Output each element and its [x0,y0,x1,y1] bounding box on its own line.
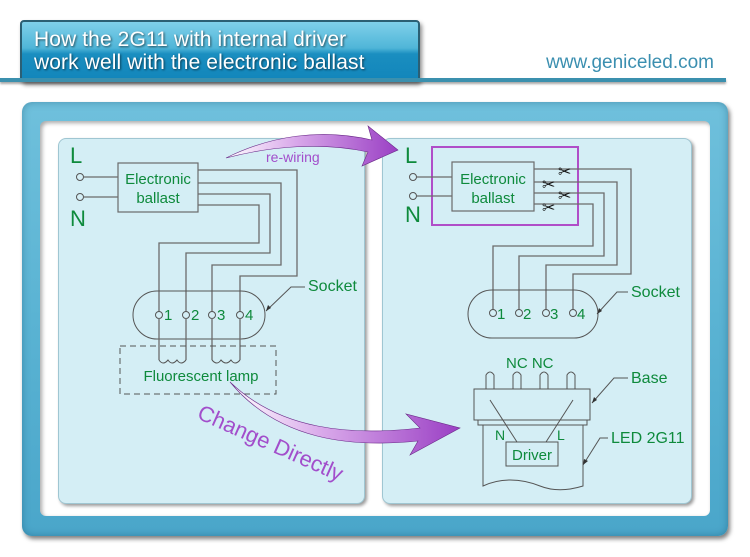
left-ballast-box [117,162,199,213]
right-circuit: L N Electronic ballast ✂ ✂ ✂ ✂ 1 2 3 4 [405,143,685,491]
terminal-n-icon [409,192,417,200]
base-pointer [591,377,628,404]
left-pin-3: 3 [217,307,225,324]
driver-n-label: N [495,427,505,443]
right-pin-2: 2 [523,306,531,323]
left-socket-pointer [265,286,305,312]
left-ballast-label-1: Electronic [125,171,191,188]
title-line-1: How the 2G11 with internal driver [34,28,347,51]
cut-wire-3-icon: ✂ [558,186,571,205]
left-circuit: L N Electronic ballast 1 2 3 4 Socket [70,143,357,395]
right-ballast-label-2: ballast [471,190,515,207]
left-line-label: L [70,143,82,168]
right-neutral-label: N [405,202,421,227]
right-pin-1: 1 [497,306,505,323]
title-banner: How the 2G11 with internal driver work w… [20,20,420,82]
right-ballast-label-1: Electronic [460,171,526,188]
page-title: How the 2G11 with internal driver work w… [34,28,365,74]
driver-box [505,441,559,467]
website-link[interactable]: www.geniceled.com [546,52,714,73]
cut-wire-4-icon: ✂ [542,198,555,217]
terminal-l-icon [409,173,417,181]
rewiring-arrow: re-wiring [225,125,399,167]
filament-right-icon [211,359,241,364]
driver-l-label: L [557,427,565,443]
fluorescent-lamp-label: Fluorescent lamp [143,368,258,385]
fluorescent-lamp-outline [119,345,277,395]
right-socket-label: Socket [631,284,680,301]
lamp-base [473,388,591,421]
rewiring-label: re-wiring [266,149,320,165]
right-pin-4: 4 [577,306,585,323]
lamp-pins [485,371,576,389]
left-socket [132,290,266,340]
lamp-body [482,425,584,491]
rewiring-arrow-icon [225,125,399,167]
panel-after [382,138,692,504]
cut-wire-2-icon: ✂ [542,175,555,194]
cut-wire-1-icon: ✂ [558,162,571,181]
left-pin-1: 1 [164,307,172,324]
left-neutral-label: N [70,206,86,231]
right-pin-3: 3 [550,306,558,323]
change-directly-arrow: Change Directly [194,381,461,486]
left-socket-label: Socket [308,278,357,295]
right-ballast-box [451,161,535,212]
base-label: Base [631,370,668,387]
left-ballast-label-2: ballast [136,190,180,207]
left-pin-4: 4 [245,307,253,324]
right-socket-pointer [596,291,628,315]
terminal-l-icon [76,173,84,181]
right-line-label: L [405,143,417,168]
nc-labels: NC NC [506,355,554,372]
header-divider [0,78,726,82]
filament-left-icon [158,359,187,364]
bypass-highlight-box [431,146,579,226]
driver-label: Driver [512,447,552,464]
led-pointer [582,437,608,466]
terminal-n-icon [76,193,84,201]
right-socket [467,289,599,339]
title-line-2: work well with the electronic ballast [34,51,365,74]
left-pin-2: 2 [191,307,199,324]
change-directly-arrow-icon [229,381,461,456]
led-2g11-label: LED 2G11 [611,430,685,447]
